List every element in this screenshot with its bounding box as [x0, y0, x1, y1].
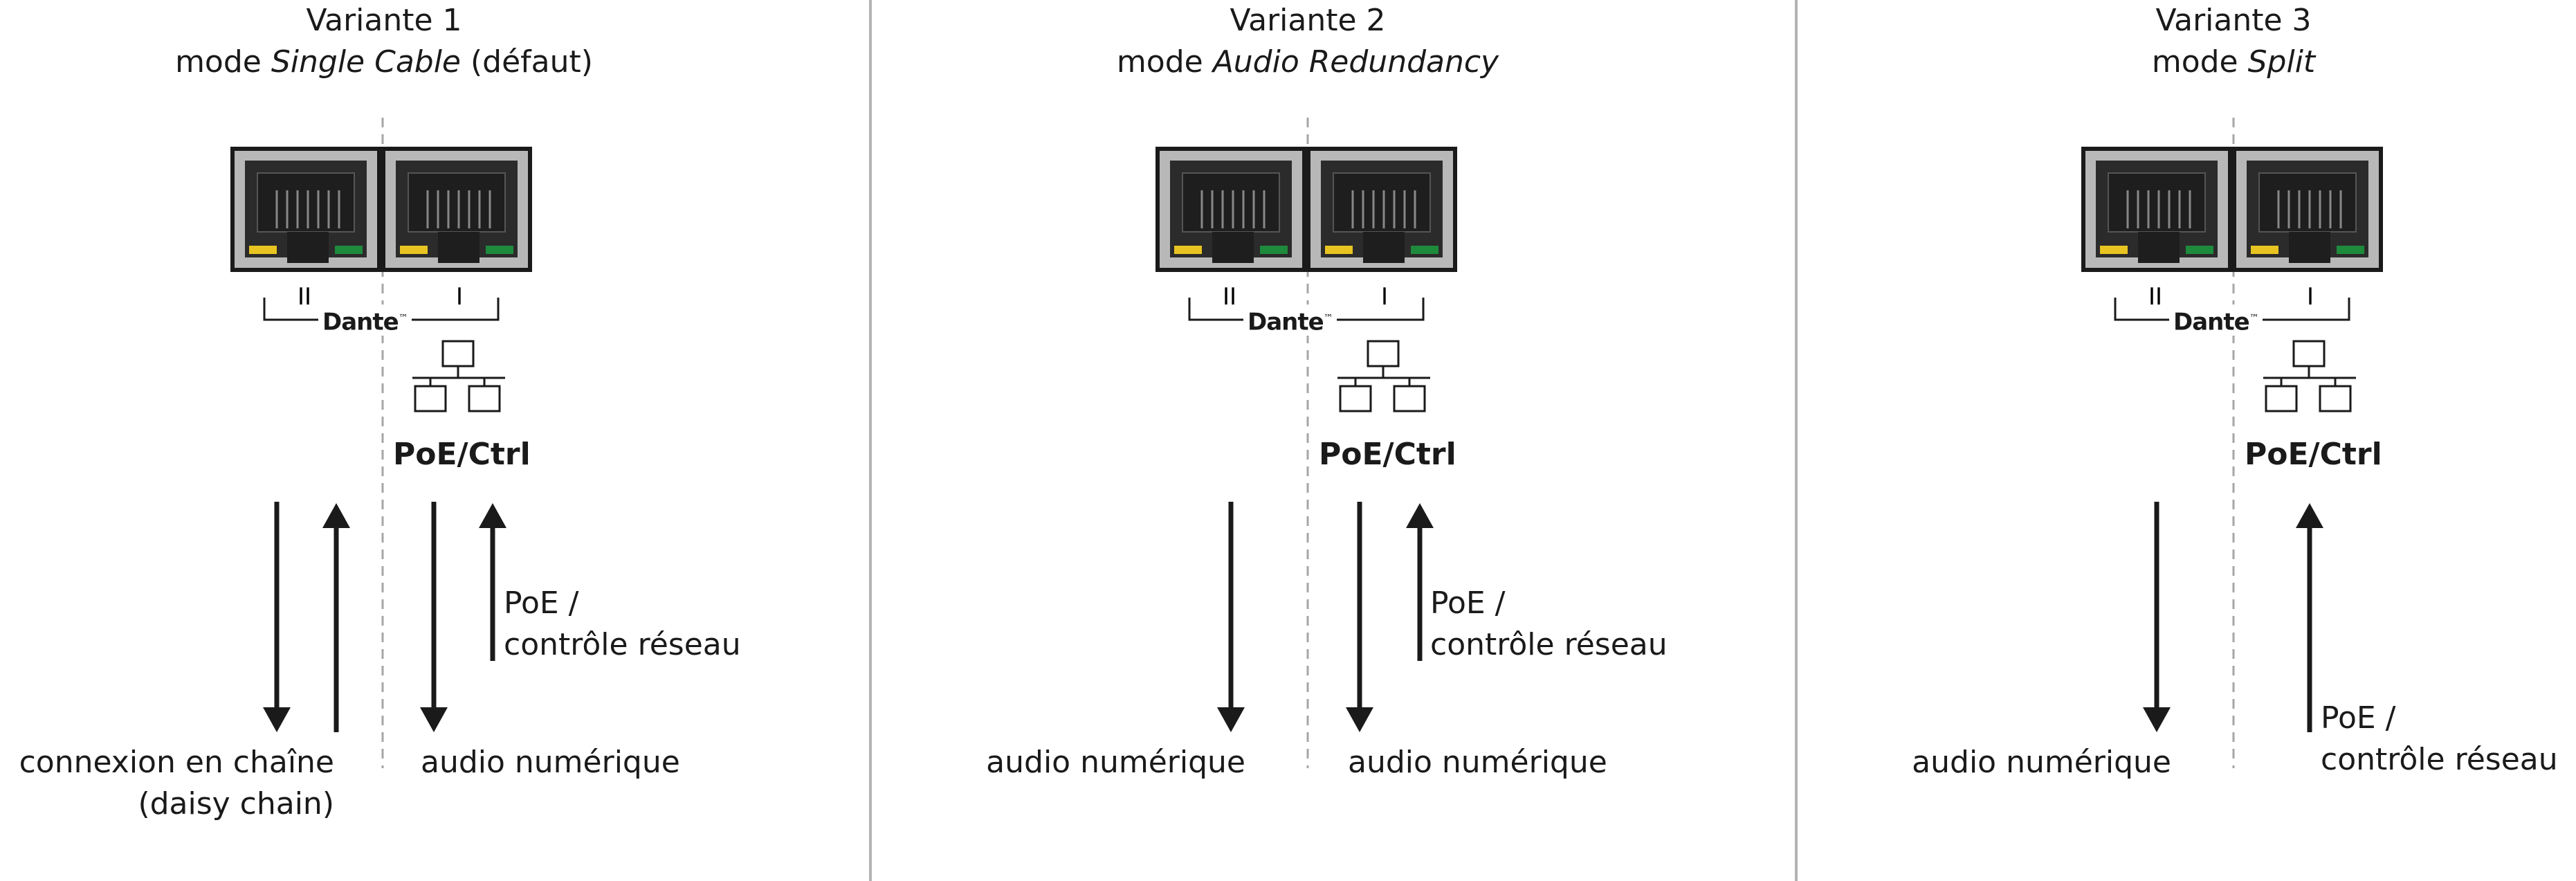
ethernet-jack-i [381, 147, 532, 272]
network-icon [2263, 340, 2356, 412]
port-label-ii: II [298, 283, 311, 311]
variant-1-header: Variante 1 mode Single Cable (défaut) [107, 0, 661, 83]
flow-arrows [2143, 502, 2323, 732]
label-poe-network-control: PoE / contrôle réseau [2321, 700, 2558, 777]
variant-2-mode-name: Audio Redundancy [1212, 44, 1499, 80]
variant-2-mode: mode Audio Redundancy [1116, 44, 1499, 80]
variant-2-title: Variante 2 [1230, 3, 1386, 38]
flow-arrows [263, 502, 506, 732]
arrow-head [420, 707, 448, 732]
variant-3-header: Variante 3 mode Split [1957, 0, 2510, 83]
led-yellow [2251, 246, 2278, 254]
led-green [335, 246, 363, 254]
led-yellow [2100, 246, 2128, 254]
led-green [1260, 246, 1288, 254]
arrow-head [479, 503, 506, 528]
label-poe-network-control: PoE / contrôle réseau [504, 585, 741, 662]
dante-logo: Dante™ [1243, 305, 1337, 336]
led-green [2186, 246, 2213, 254]
variant-1-title: Variante 1 [306, 3, 462, 38]
ethernet-jack-i [1306, 147, 1457, 272]
arrow-head [1217, 707, 1245, 732]
ethernet-jack-ii [1155, 147, 1306, 272]
led-green [2337, 246, 2364, 254]
port-label-i: I [456, 283, 463, 311]
poe-ctrl-label: PoE/Ctrl [2245, 437, 2382, 472]
led-yellow [400, 246, 428, 254]
port-label-i: I [1381, 283, 1388, 311]
label-daisy-chain: connexion en chaîne (daisy chain) [19, 745, 334, 821]
network-icon [1337, 340, 1430, 412]
dante-logo: Dante™ [318, 305, 412, 336]
ethernet-jack-i [2232, 147, 2383, 272]
arrow-head [263, 707, 291, 732]
variant-1-mode: mode Single Cable (défaut) [175, 44, 593, 80]
arrow-head [1346, 707, 1373, 732]
variant-2-header: Variante 2 mode Audio Redundancy [1031, 0, 1584, 83]
led-green [1411, 246, 1438, 254]
led-yellow [1325, 246, 1353, 254]
label-digital-audio-ii: audio numérique [986, 745, 1245, 780]
led-green [486, 246, 513, 254]
variant-3-mode-name: Split [2247, 44, 2316, 80]
poe-ctrl-label: PoE/Ctrl [393, 437, 531, 472]
poe-ctrl-label: PoE/Ctrl [1319, 437, 1456, 472]
port-label-i: I [2307, 283, 2314, 311]
ethernet-jack-ii [230, 147, 381, 272]
variant-2-diagram: II I [1155, 118, 1457, 768]
variant-1-diagram: II I [230, 118, 532, 768]
label-digital-audio: audio numérique [1912, 745, 2171, 780]
dante-logo: Dante™ [2169, 305, 2263, 336]
label-digital-audio: audio numérique [421, 745, 680, 780]
ethernet-jack-ii [2081, 147, 2232, 272]
arrow-head [2296, 503, 2323, 528]
flow-arrows [1217, 502, 1434, 732]
network-icon [412, 340, 505, 412]
port-label-ii: II [2148, 283, 2162, 311]
variant-1-mode-name: Single Cable [271, 44, 462, 80]
led-yellow [249, 246, 277, 254]
arrow-head [2143, 707, 2171, 732]
led-yellow [1174, 246, 1202, 254]
arrow-head [1406, 503, 1434, 528]
variant-3-mode: mode Split [2151, 44, 2316, 80]
arrow-head [322, 503, 350, 528]
variant-3-title: Variante 3 [2155, 3, 2312, 38]
port-label-ii: II [1223, 283, 1236, 311]
label-digital-audio-i: audio numérique [1348, 745, 1607, 780]
label-poe-network-control: PoE / contrôle réseau [1430, 585, 1668, 662]
